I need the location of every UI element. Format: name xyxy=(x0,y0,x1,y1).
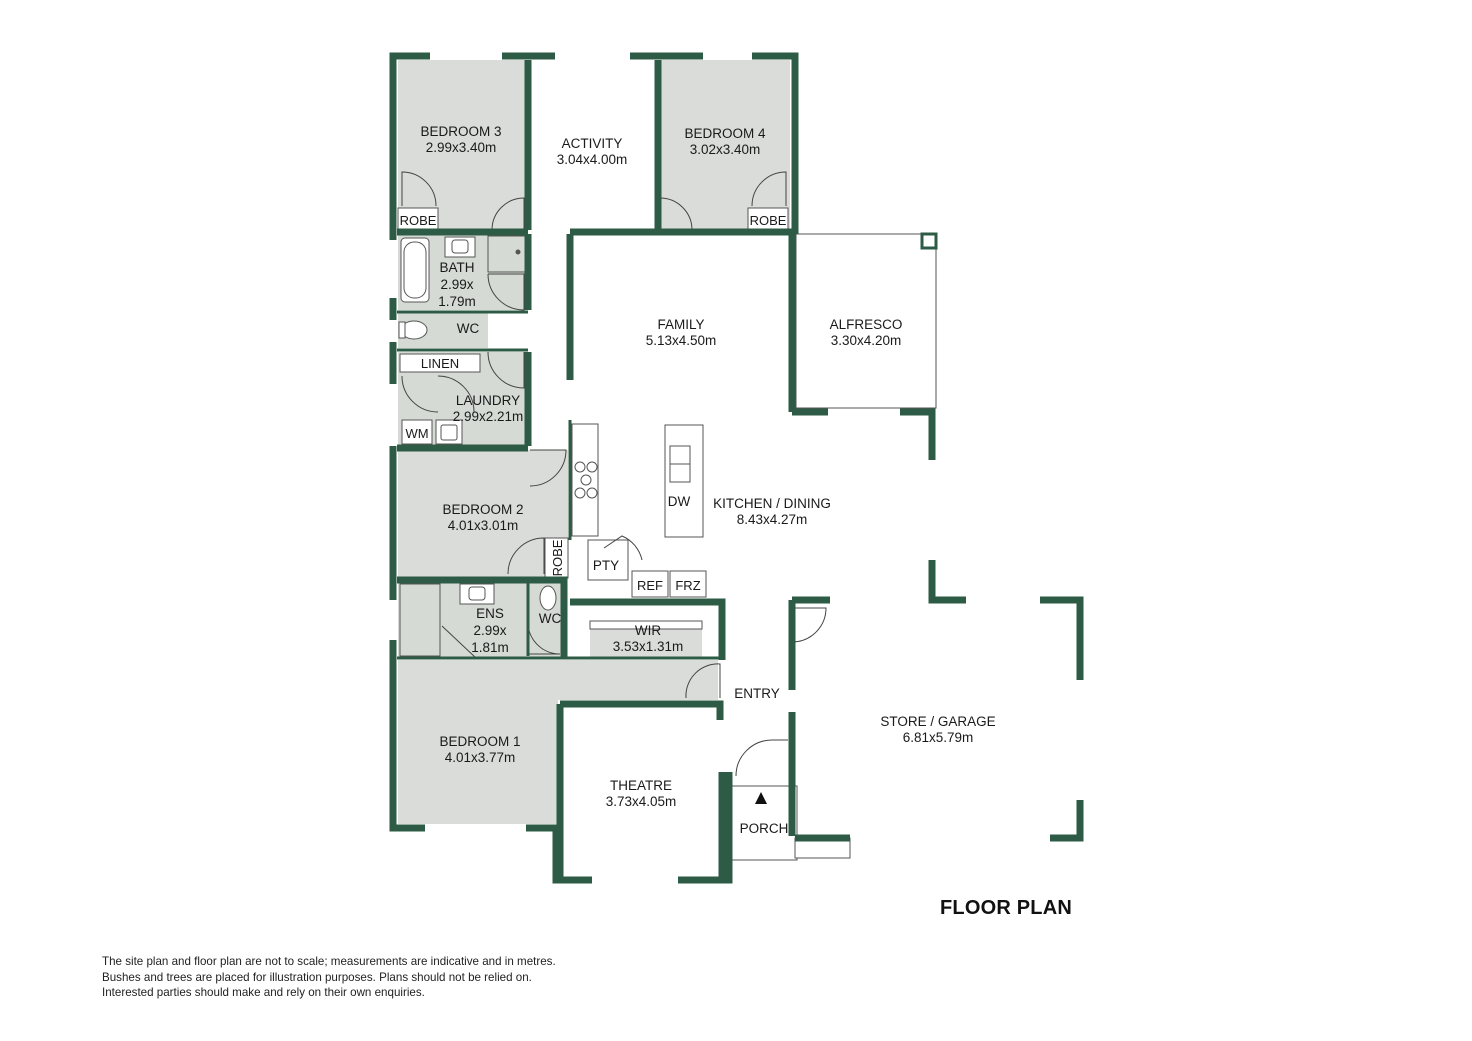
bathtub-inner xyxy=(403,241,427,299)
alfresco-post xyxy=(920,232,938,250)
shower-head-icon xyxy=(515,249,521,255)
disclaimer-line-1: The site plan and floor plan are not to … xyxy=(102,955,556,968)
robe-b2-label: ROBE xyxy=(550,539,565,576)
door-swings xyxy=(401,171,827,777)
pty-label: PTY xyxy=(593,558,619,573)
bedroom3-name: BEDROOM 3 xyxy=(420,124,501,139)
ens-shower xyxy=(399,583,441,657)
wm-label: WM xyxy=(405,426,428,441)
ens-size-1: 2.99x xyxy=(473,623,506,638)
disclaimer-line-2: Bushes and trees are placed for illustra… xyxy=(102,970,532,984)
bath-basin-inner xyxy=(451,239,469,254)
bedroom3-fill xyxy=(398,60,528,230)
activity-name: ACTIVITY xyxy=(562,136,623,151)
family-name: FAMILY xyxy=(657,317,704,332)
ref-box xyxy=(631,570,669,598)
wir-shelf xyxy=(589,620,703,630)
fixtures xyxy=(397,207,938,861)
robe-b4-label: ROBE xyxy=(750,213,787,228)
kitchen-name: KITCHEN / DINING xyxy=(713,496,831,511)
bedroom2-fill xyxy=(398,450,568,578)
pantry-box xyxy=(587,539,629,581)
bedroom4-fill xyxy=(658,60,790,230)
porch-label: PORCH xyxy=(740,821,789,836)
walls xyxy=(389,52,1084,884)
bedroom4-size: 3.02x3.40m xyxy=(690,142,761,157)
bedroom2-size: 4.01x3.01m xyxy=(448,518,519,533)
bedroom4-name: BEDROOM 4 xyxy=(684,126,766,141)
dw-label: DW xyxy=(668,494,691,509)
garage-size: 6.81x5.79m xyxy=(903,730,974,745)
laundry-name: LAUNDRY xyxy=(456,393,520,408)
bedroom1-fill xyxy=(398,660,558,824)
floor-plan-title: FLOOR PLAN xyxy=(940,897,1072,919)
alfresco-size: 3.30x4.20m xyxy=(831,333,902,348)
bedroom2-name: BEDROOM 2 xyxy=(442,502,523,517)
linen-label: LINEN xyxy=(421,356,459,371)
washing-machine-box xyxy=(401,419,433,445)
ref-label: REF xyxy=(637,578,663,593)
entry-arrow-icon xyxy=(755,792,767,804)
frz-box xyxy=(669,570,707,598)
thin-walls xyxy=(397,310,720,660)
ens-size-2: 1.81m xyxy=(471,640,509,655)
family-size: 5.13x4.50m xyxy=(646,333,717,348)
garage-name: STORE / GARAGE xyxy=(880,714,995,729)
laundry-size: 2.99x2.21m xyxy=(453,409,524,424)
linen-shelf xyxy=(399,353,481,373)
ens-basin-inner xyxy=(468,586,486,601)
entry-label: ENTRY xyxy=(734,686,780,701)
cooktop-icon xyxy=(574,461,586,473)
ens-name: ENS xyxy=(476,606,504,621)
bedroom1-name: BEDROOM 1 xyxy=(439,734,520,749)
alfresco-frame xyxy=(795,233,937,409)
kitchen-size: 8.43x4.27m xyxy=(737,512,808,527)
laundry-tub-inner xyxy=(440,424,458,441)
bath-size-2: 1.79m xyxy=(438,294,476,309)
activity-size: 3.04x4.00m xyxy=(557,152,628,167)
bedroom1-fill-extra xyxy=(558,660,718,700)
disclaimer-line-3: Interested parties should make and rely … xyxy=(102,986,425,999)
wir-size: 3.53x1.31m xyxy=(613,639,684,654)
room-fills xyxy=(398,60,790,824)
wc1-label: WC xyxy=(457,321,480,336)
room-labels: BEDROOM 3 2.99x3.40m ACTIVITY 3.04x4.00m… xyxy=(400,124,996,836)
bath-name: BATH xyxy=(439,260,474,275)
theatre-name: THEATRE xyxy=(610,778,672,793)
robe-b3-label: ROBE xyxy=(400,213,437,228)
theatre-size: 3.73x4.05m xyxy=(606,794,677,809)
frz-label: FRZ xyxy=(675,578,700,593)
bedroom3-size: 2.99x3.40m xyxy=(426,140,497,155)
ens-toilet-icon xyxy=(539,585,557,611)
bath-size-1: 2.99x xyxy=(440,277,473,292)
alfresco-name: ALFRESCO xyxy=(830,317,903,332)
wir-name: WIR xyxy=(635,623,661,638)
toilet-cistern xyxy=(398,321,406,339)
disclaimer: The site plan and floor plan are not to … xyxy=(102,954,556,1001)
wc2-label: WC xyxy=(539,611,562,626)
bedroom1-size: 4.01x3.77m xyxy=(445,750,516,765)
